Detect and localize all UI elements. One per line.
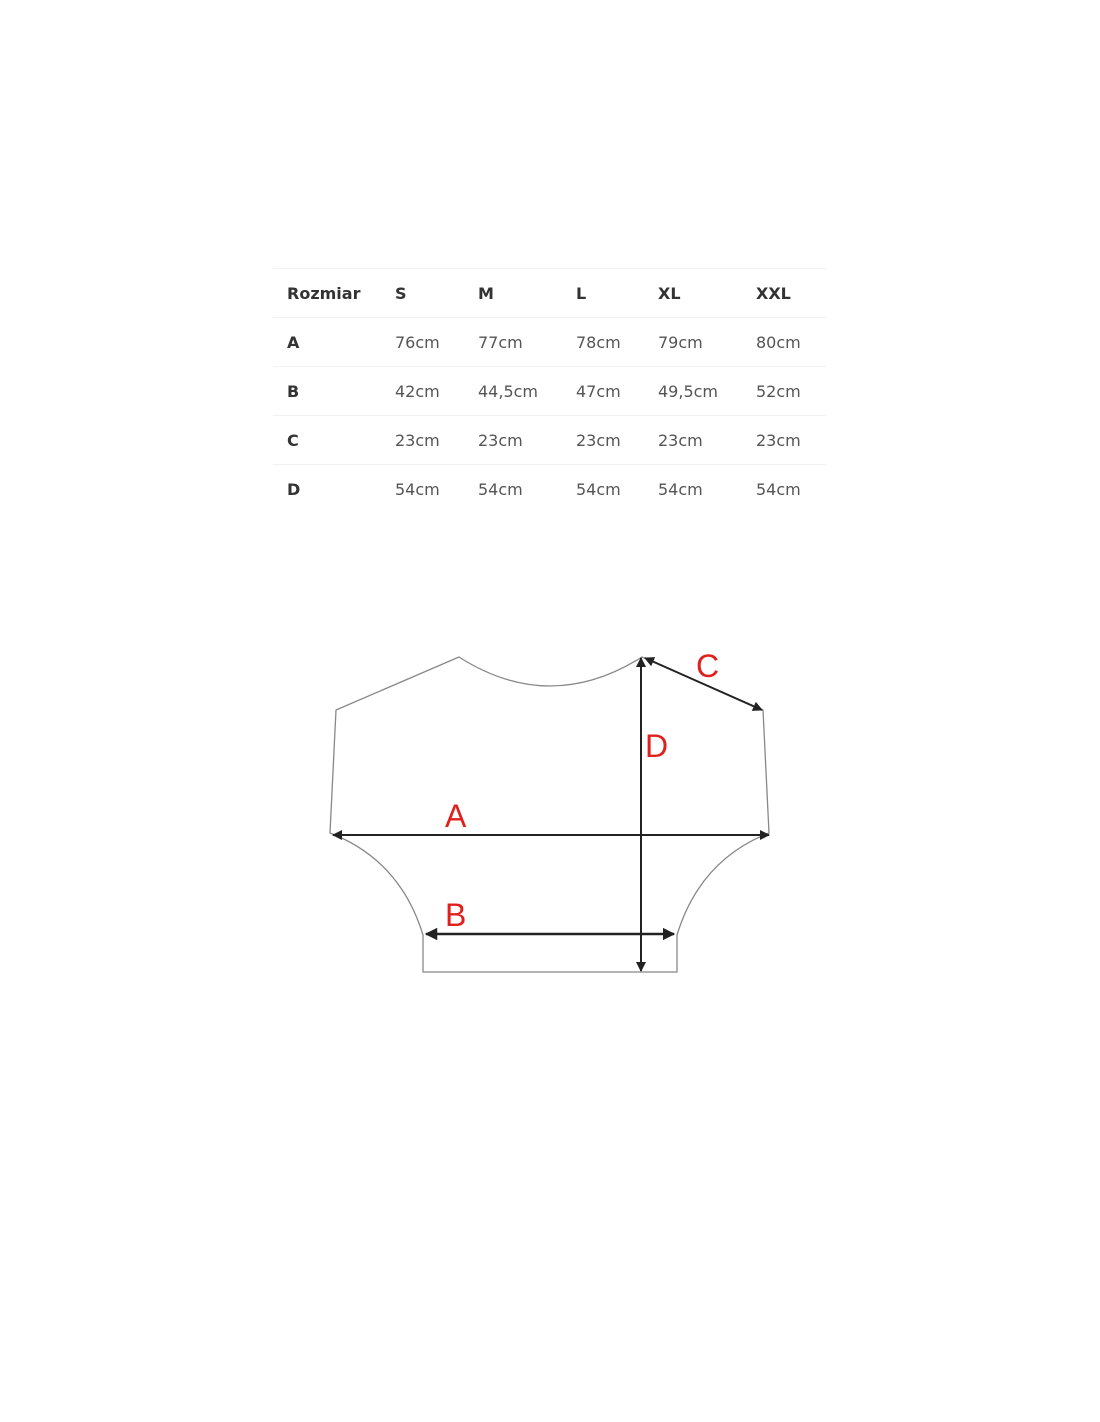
cell: 76cm: [395, 317, 478, 367]
table-row: B 42cm 44,5cm 47cm 49,5cm 52cm: [273, 366, 827, 416]
cell: 23cm: [478, 415, 576, 465]
label-a: A: [445, 798, 467, 834]
cell: 54cm: [478, 464, 576, 513]
header-xl: XL: [658, 268, 756, 318]
cell: 23cm: [756, 415, 827, 465]
cell: 54cm: [576, 464, 658, 513]
header-xxl: XXL: [756, 268, 827, 318]
label-c: C: [696, 648, 719, 684]
table-row: D 54cm 54cm 54cm 54cm 54cm: [273, 464, 827, 513]
cell: 47cm: [576, 366, 658, 416]
garment-outline: [329, 656, 770, 973]
cell: 23cm: [658, 415, 756, 465]
row-label: B: [273, 366, 395, 416]
row-label: C: [273, 415, 395, 465]
row-label: D: [273, 464, 395, 513]
row-label: A: [273, 317, 395, 367]
cell: 42cm: [395, 366, 478, 416]
size-table: Rozmiar S M L XL XXL A 76cm 77cm 78cm 79…: [273, 268, 827, 513]
cell: 54cm: [395, 464, 478, 513]
cell: 79cm: [658, 317, 756, 367]
cell: 49,5cm: [658, 366, 756, 416]
cell: 77cm: [478, 317, 576, 367]
header-s: S: [395, 268, 478, 318]
measure-c-arrow: [644, 657, 763, 711]
table-header-row: Rozmiar S M L XL XXL: [273, 268, 827, 318]
cell: 78cm: [576, 317, 658, 367]
header-m: M: [478, 268, 576, 318]
cell: 44,5cm: [478, 366, 576, 416]
cell: 52cm: [756, 366, 827, 416]
label-d: D: [645, 728, 668, 764]
cell: 80cm: [756, 317, 827, 367]
header-size: Rozmiar: [273, 268, 395, 318]
cell: 54cm: [658, 464, 756, 513]
table-row: A 76cm 77cm 78cm 79cm 80cm: [273, 317, 827, 367]
cell: 23cm: [395, 415, 478, 465]
table-row: C 23cm 23cm 23cm 23cm 23cm: [273, 415, 827, 465]
cell: 23cm: [576, 415, 658, 465]
label-b: B: [445, 897, 466, 933]
cell: 54cm: [756, 464, 827, 513]
header-l: L: [576, 268, 658, 318]
